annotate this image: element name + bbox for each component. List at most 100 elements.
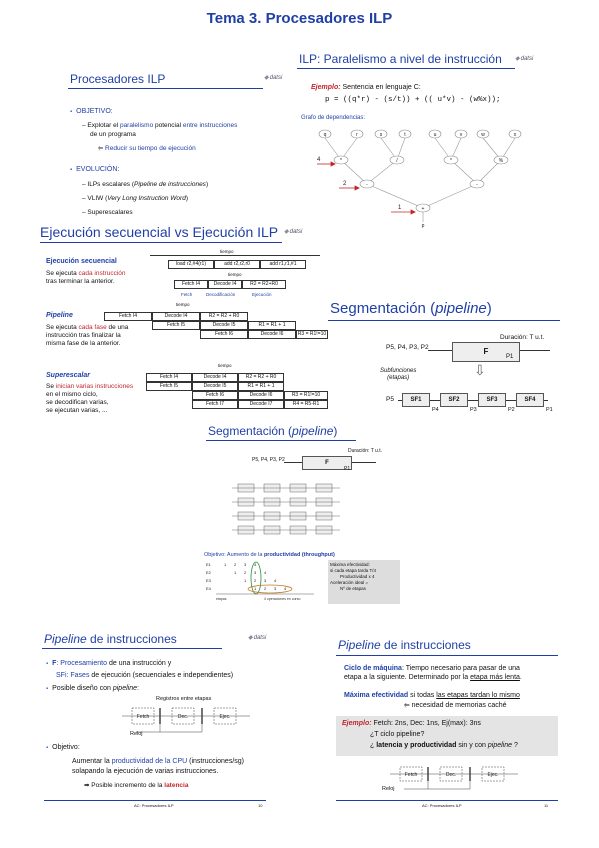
leaf-s: s — [380, 132, 383, 138]
svg-text:1: 1 — [224, 562, 227, 567]
slide-procesadores-ilp: Procesadores ILP datsi OBJETIVO: – Explo… — [58, 60, 288, 230]
max-text: Máxima efectividad si todas las etapas t… — [344, 692, 520, 699]
curved-arrow-icon: ⥢ — [404, 702, 410, 709]
pipe-r3c1: Fetch I6 — [200, 330, 248, 339]
ejemplo-box — [336, 716, 558, 756]
pipe-r2c2: Decode I5 — [200, 321, 248, 330]
pipe-r3c3: R3 = R1!=10 — [296, 330, 328, 339]
super-r2c3: R1 = R1 + 1 — [238, 382, 284, 391]
slide-title: Segmentación (pipeline) — [330, 300, 492, 317]
op-add: + — [422, 206, 425, 212]
leaf-x: x — [514, 132, 517, 138]
seq-stage-3: R2 = R2+R0 — [242, 280, 286, 289]
seq-stage-1: Fetch I4 — [174, 280, 208, 289]
obj-line3: ➡ Posible incremento de la latencia — [84, 782, 189, 789]
slide-title: Segmentación (pipeline) — [208, 424, 338, 438]
slide-title: Pipeline de instrucciones — [338, 638, 471, 652]
svg-text:3: 3 — [244, 562, 247, 567]
super-tiempo: tiempo — [218, 363, 232, 368]
leaf-nodes — [318, 129, 522, 213]
level-1: 1 — [398, 205, 402, 211]
pipe-r1c3: R2 = R2 + R0 — [200, 312, 248, 321]
leaf-v: v — [460, 132, 463, 138]
stage-ejec: Ejec. — [487, 772, 498, 778]
footer-text: AC: Procesadores ILP — [422, 803, 462, 808]
sf1-out: P4 — [432, 407, 439, 413]
pipe-r1c1: Fetch I4 — [104, 312, 152, 321]
pipe-label: Pipeline — [46, 312, 73, 319]
stage-label-ejec: Ejecución — [252, 292, 272, 297]
svg-text:E2: E2 — [206, 570, 212, 575]
pipeline-design-diagram: Fetch Dec. Ejec. — [390, 766, 518, 790]
seq-instr-1: load r2,#4(r1) — [168, 260, 214, 269]
sf2-out: P3 — [470, 407, 477, 413]
dependency-graph: q r s t u v w x * / * % - - + p 4 2 1 — [317, 129, 522, 228]
svg-text:4: 4 — [264, 570, 267, 575]
stage-ejec: Ejec. — [219, 714, 230, 720]
svg-text:3: 3 — [274, 586, 277, 591]
result-p: p — [422, 223, 425, 228]
svg-text:E4: E4 — [206, 586, 212, 591]
reloj-label: Reloj — [382, 786, 395, 792]
slide-ilp-paralelismo: ILP: Paralelismo a nivel de instrucción … — [295, 48, 545, 228]
bullet-f: F: Procesamiento de una instrucción y — [46, 660, 171, 667]
ciclo-text: Ciclo de máquina: Tiempo necesario para … — [344, 665, 522, 681]
slide-title: Procesadores ILP — [70, 72, 166, 86]
slide-title: Pipeline de instrucciones — [44, 632, 177, 646]
slide-secuencial-vs-ilp: Ejecución secuencial vs Ejecución ILP da… — [38, 222, 328, 427]
obj-line2: de un programa — [90, 131, 136, 138]
grafo-label: Grafo de dependencias: — [301, 115, 366, 121]
seq-stage-2: Decode I4 — [208, 280, 242, 289]
obj-line1: Aumentar la productividad de la CPU (ins… — [72, 758, 244, 765]
super-r4c2: Decode I7 — [238, 400, 284, 409]
stage-fetch: Fetch — [405, 772, 418, 778]
svg-text:4: 4 — [254, 562, 257, 567]
seq-instr-3: add r1,r1,#1 — [260, 260, 306, 269]
ev3: – Superescalares — [82, 209, 133, 216]
super-r4c3: R4 = R5-R1 — [284, 400, 328, 409]
code-line: p = ((q*r) - (s/t)) + (( u*v) - (w%x)); — [325, 96, 501, 104]
op-sub1: - — [366, 182, 368, 188]
bullet-objetivo: Objetivo: — [46, 744, 80, 751]
datsi-logo: datsi — [248, 634, 267, 641]
pipe-r3c2: Decode I6 — [248, 330, 296, 339]
reloj-label: Reloj — [130, 731, 143, 737]
bullet-sfi: SFi: Fases de ejecución (secuenciales e … — [56, 672, 234, 679]
ejemplo-line: Ejemplo: Fetch: 2ns, Dec: 1ns, Ej(max): … — [342, 720, 481, 727]
pipe-r1c2: Decode I4 — [152, 312, 200, 321]
slide-pipeline-instrucciones-2: Pipeline de instrucciones Ciclo de máqui… — [330, 628, 566, 812]
inputs-label: P5, P4, P3, P2 — [386, 344, 429, 351]
sf4-box: SF4 — [516, 393, 544, 407]
slide-pipeline-instrucciones-1: Pipeline de instrucciones datsi F: Proce… — [38, 628, 278, 812]
svg-text:3: 3 — [254, 570, 257, 575]
svg-text:1: 1 — [234, 570, 237, 575]
svg-text:E3: E3 — [206, 578, 212, 583]
seq-tiempo: tiempo — [220, 249, 234, 254]
ev2: – VLIW (Very Long Instruction Word) — [82, 195, 188, 202]
subfunc-label: Subfunciones(etapas) — [380, 368, 417, 381]
op-mod: % — [499, 158, 504, 164]
page-title: Tema 3. Procesadores ILP — [206, 10, 393, 27]
bullet-evolucion: EVOLUCIÓN: — [70, 166, 119, 173]
seq-tiempo-2: tiempo — [228, 272, 242, 277]
op-mul1: * — [340, 158, 342, 164]
obj-line2: solapando la ejecución de varias instruc… — [72, 768, 219, 775]
sf2-box: SF2 — [440, 393, 468, 407]
objetivo-line: Objetivo: Aumento de la productividad (t… — [204, 552, 335, 558]
slide-title: Ejecución secuencial vs Ejecución ILP — [40, 224, 279, 240]
p1-label: P1 — [506, 354, 514, 360]
sf4-out: P1 — [546, 407, 553, 413]
super-r3c3: R3 = R1!=10 — [284, 391, 328, 400]
inputs-label: P5, P4, P3, P2 — [252, 457, 285, 463]
ev1: – ILPs escalares (Pipeline de instruccio… — [82, 181, 209, 188]
super-r4c1: Fetch I7 — [192, 400, 238, 409]
datsi-logo: datsi — [264, 74, 283, 81]
super-r2c1: Fetch I5 — [146, 382, 192, 391]
footer-text: AC: Procesadores ILP — [134, 803, 174, 808]
svg-text:1: 1 — [244, 578, 247, 583]
stage-dec: Dec. — [446, 772, 456, 778]
